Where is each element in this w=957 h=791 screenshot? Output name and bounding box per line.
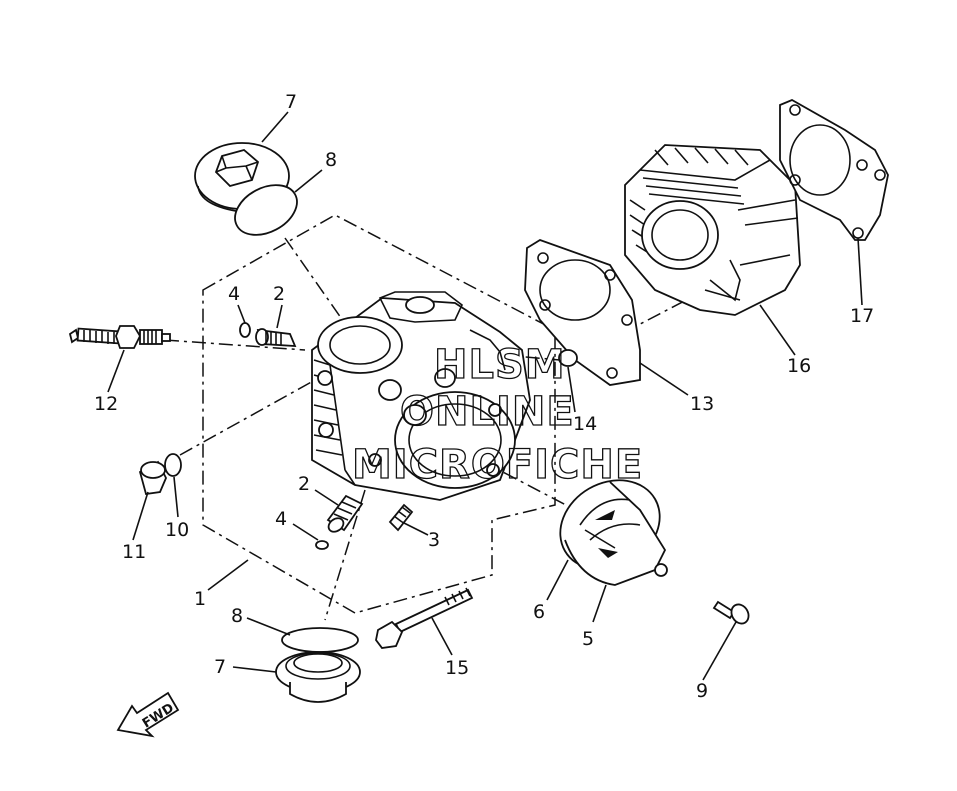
callout-6: 6 <box>533 601 545 623</box>
stud <box>388 503 414 532</box>
spark-plug <box>68 325 171 349</box>
callout-13: 13 <box>690 393 714 415</box>
callout-15: 15 <box>445 657 469 679</box>
dowel <box>558 349 578 367</box>
watermark-line-1: HLSM <box>434 342 566 388</box>
callout-10: 10 <box>165 519 189 541</box>
watermark-line-3: MICROFICHE <box>352 442 643 488</box>
watermark: HLSM ONLINE MICROFICHE <box>351 341 643 488</box>
callout-12: 12 <box>94 393 118 415</box>
callout-4-lower: 4 <box>275 508 287 530</box>
dowel-pin-lower <box>326 494 364 533</box>
leader-lines <box>107 111 863 681</box>
cam-cover <box>559 479 668 586</box>
o-ring-top <box>234 184 298 236</box>
screw <box>712 600 750 625</box>
head-gasket <box>779 98 889 241</box>
callout-8-top: 8 <box>325 149 337 171</box>
plug-bolt <box>138 460 167 496</box>
filler-cap-bottom <box>275 651 361 703</box>
callout-5: 5 <box>582 628 594 650</box>
cylinder-head <box>311 291 531 501</box>
callout-7-top: 7 <box>285 91 297 113</box>
callout-8-bottom: 8 <box>231 605 243 627</box>
callout-1: 1 <box>194 588 206 610</box>
o-ring-bottom <box>281 627 359 653</box>
callout-17: 17 <box>850 305 874 327</box>
callout-4-upper: 4 <box>228 283 240 305</box>
o-ring-small-lower <box>315 540 329 550</box>
callout-2-lower: 2 <box>298 473 310 495</box>
callout-14: 14 <box>573 413 597 435</box>
callout-7-bottom: 7 <box>214 656 226 678</box>
long-bolt <box>375 587 474 649</box>
dowel-pin-upper <box>255 328 297 347</box>
cylinder-block <box>624 144 801 316</box>
callout-3: 3 <box>428 529 440 551</box>
callout-2-upper: 2 <box>273 283 285 305</box>
callout-11: 11 <box>122 541 146 563</box>
assembly-outline <box>202 214 556 614</box>
watermark-line-2: ONLINE <box>400 389 575 435</box>
washer <box>164 453 182 477</box>
cylinder-gasket <box>524 239 641 386</box>
fwd-arrow: FWD <box>116 691 180 738</box>
o-ring-small-upper <box>239 322 251 338</box>
callout-16: 16 <box>787 355 811 377</box>
callout-9: 9 <box>696 680 708 702</box>
callouts: 7 8 4 2 12 11 10 2 4 3 1 8 7 15 6 5 9 14… <box>94 91 874 702</box>
